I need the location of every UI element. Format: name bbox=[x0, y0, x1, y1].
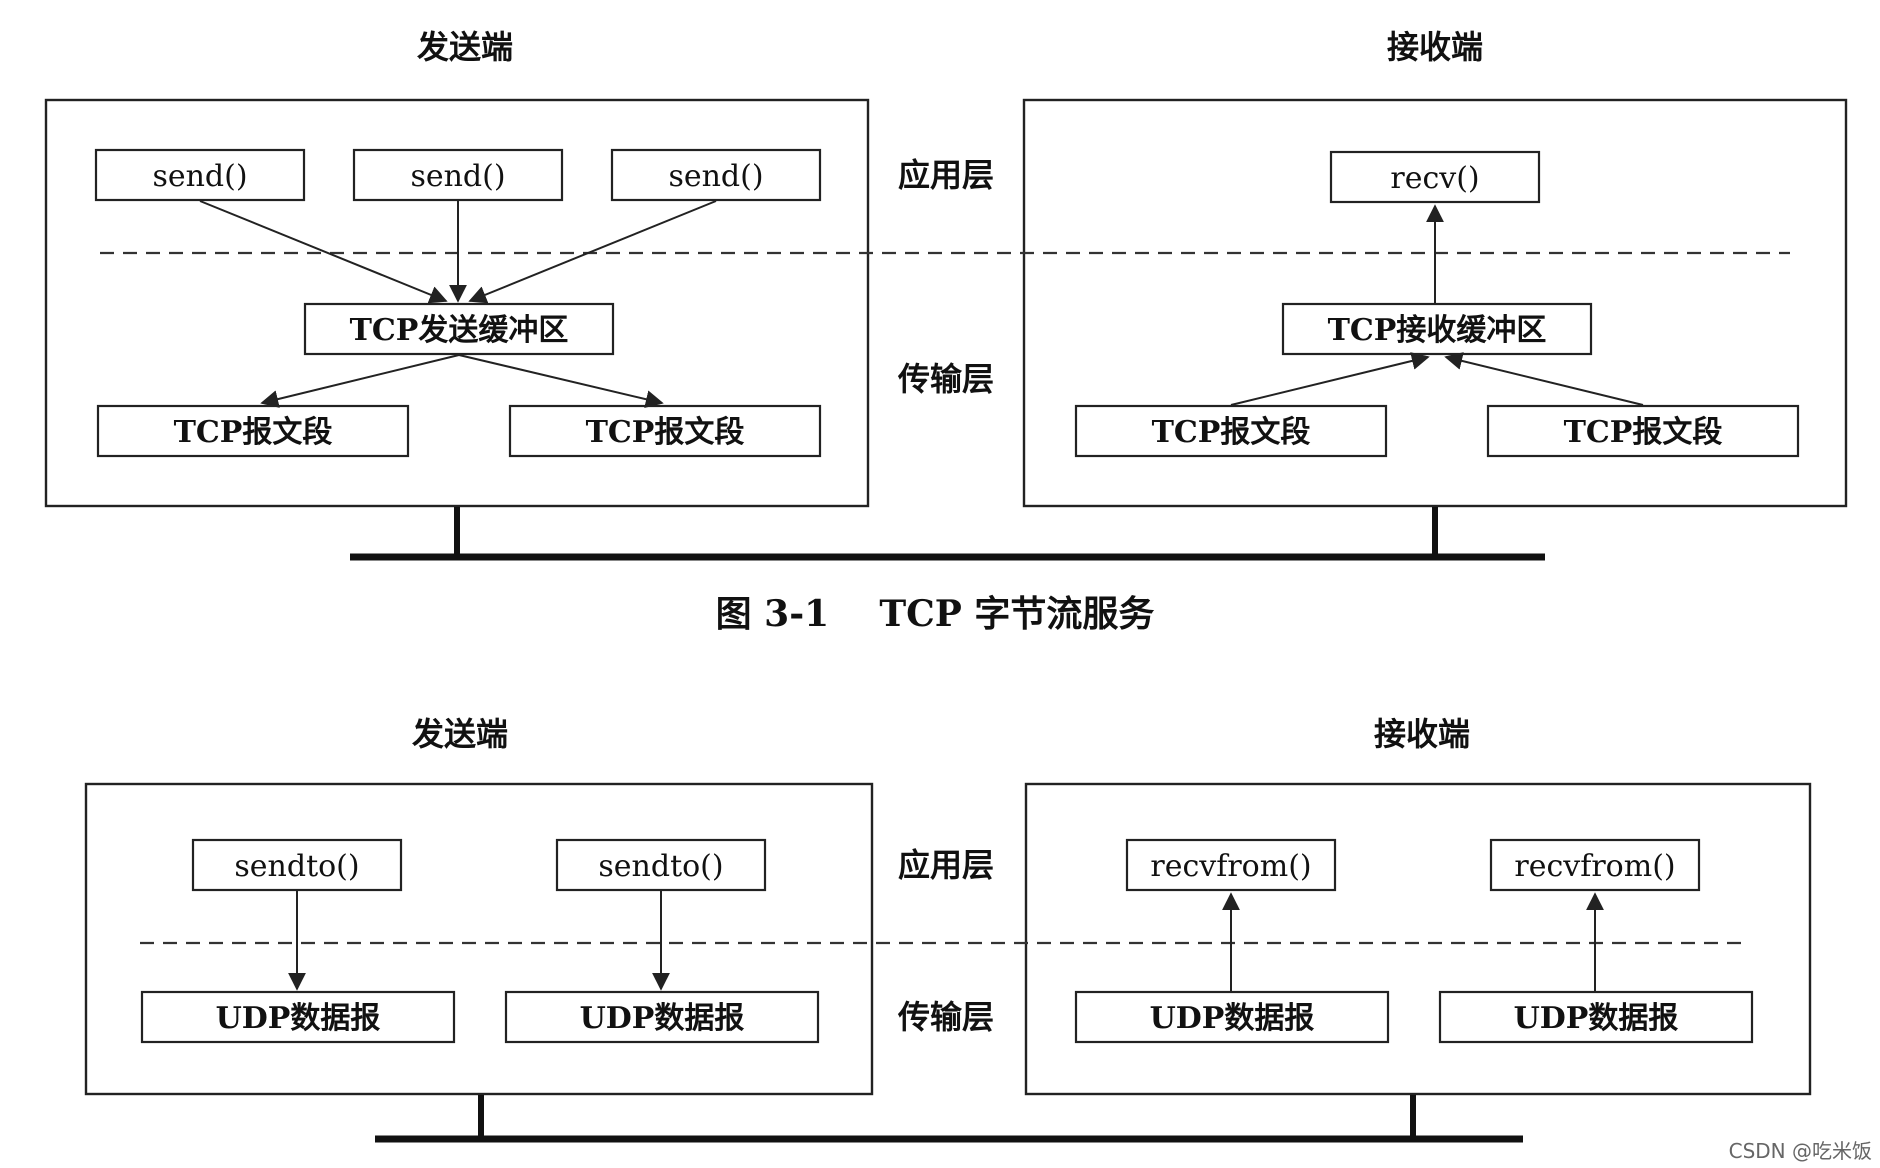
tcp-segment-label: TCP报文段 bbox=[1564, 415, 1723, 450]
tcp-send-arrow bbox=[199, 200, 448, 304]
tcp-segment-box bbox=[1486, 404, 1800, 458]
tcp-diagram: 发送端 接收端 应用层 传输层 send() send() send() TCP… bbox=[44, 28, 1848, 635]
tcp-segment-label: TCP报文段 bbox=[1152, 415, 1311, 450]
tcp-segment-arrow bbox=[458, 354, 664, 409]
udp-sender-title: 发送端 bbox=[412, 715, 508, 753]
udp-datagram-box bbox=[504, 990, 820, 1044]
tcp-buffer-in-arrow bbox=[1230, 352, 1430, 406]
tcp-recv-call-label: recv() bbox=[1390, 161, 1479, 196]
udp-recvfrom-call-label: recvfrom() bbox=[1514, 849, 1675, 884]
tcp-segment-box bbox=[96, 404, 410, 458]
tcp-segment-arrow bbox=[260, 354, 460, 408]
tcp-send-call-box bbox=[352, 148, 564, 202]
udp-datagram-box bbox=[1074, 990, 1390, 1044]
udp-datagram-label: UDP数据报 bbox=[1150, 1001, 1315, 1036]
tcp-send-call-label: send() bbox=[152, 159, 247, 194]
udp-datagram-box bbox=[1438, 990, 1754, 1044]
udp-recvfrom-call-label: recvfrom() bbox=[1150, 849, 1311, 884]
tcp-segment-label: TCP报文段 bbox=[586, 415, 745, 450]
tcp-send-call-box bbox=[610, 148, 822, 202]
udp-datagram-box bbox=[140, 990, 456, 1044]
udp-app-layer-label: 应用层 bbox=[898, 846, 994, 884]
udp-recvfrom-call-box bbox=[1489, 838, 1701, 892]
tcp-send-buffer-box bbox=[303, 302, 615, 356]
tcp-segment-box bbox=[508, 404, 822, 458]
udp-datagram-label: UDP数据报 bbox=[580, 1001, 745, 1036]
tcp-recv-call-box bbox=[1329, 150, 1541, 204]
tcp-buffer-in-arrow bbox=[1444, 352, 1644, 406]
udp-sendto-call-label: sendto() bbox=[598, 849, 723, 884]
tcp-app-layer-label: 应用层 bbox=[898, 156, 994, 194]
tcp-sender-title: 发送端 bbox=[417, 28, 513, 66]
udp-recvfrom-call-box bbox=[1125, 838, 1337, 892]
tcp-receiver-title: 接收端 bbox=[1387, 28, 1483, 66]
udp-receiver-frame bbox=[1024, 782, 1812, 1096]
tcp-figure-caption: 图 3-1 TCP 字节流服务 bbox=[716, 593, 1155, 635]
udp-sender-frame bbox=[84, 782, 874, 1096]
udp-datagram-label: UDP数据报 bbox=[1514, 1001, 1679, 1036]
tcp-segment-box bbox=[1074, 404, 1388, 458]
udp-sendto-call-box bbox=[555, 838, 767, 892]
udp-transport-layer-label: 传输层 bbox=[897, 998, 994, 1036]
tcp-send-buffer-label: TCP发送缓冲区 bbox=[350, 313, 569, 348]
tcp-transport-layer-label: 传输层 bbox=[897, 360, 994, 398]
udp-sendto-call-box bbox=[191, 838, 403, 892]
udp-sendto-call-label: sendto() bbox=[234, 849, 359, 884]
tcp-segment-label: TCP报文段 bbox=[174, 415, 333, 450]
tcp-recv-buffer-label: TCP接收缓冲区 bbox=[1328, 313, 1547, 348]
tcp-send-call-box bbox=[94, 148, 306, 202]
udp-datagram-label: UDP数据报 bbox=[216, 1001, 381, 1036]
udp-diagram: 发送端 接收端 应用层 传输层 sendto() sendto() UDP数据报… bbox=[84, 715, 1812, 1143]
udp-receiver-title: 接收端 bbox=[1374, 715, 1470, 753]
tcp-recv-buffer-box bbox=[1281, 302, 1593, 356]
tcp-send-call-label: send() bbox=[668, 159, 763, 194]
watermark: CSDN @吃米饭 bbox=[1729, 1139, 1872, 1163]
tcp-send-arrow bbox=[468, 200, 717, 304]
tcp-send-call-label: send() bbox=[410, 159, 505, 194]
